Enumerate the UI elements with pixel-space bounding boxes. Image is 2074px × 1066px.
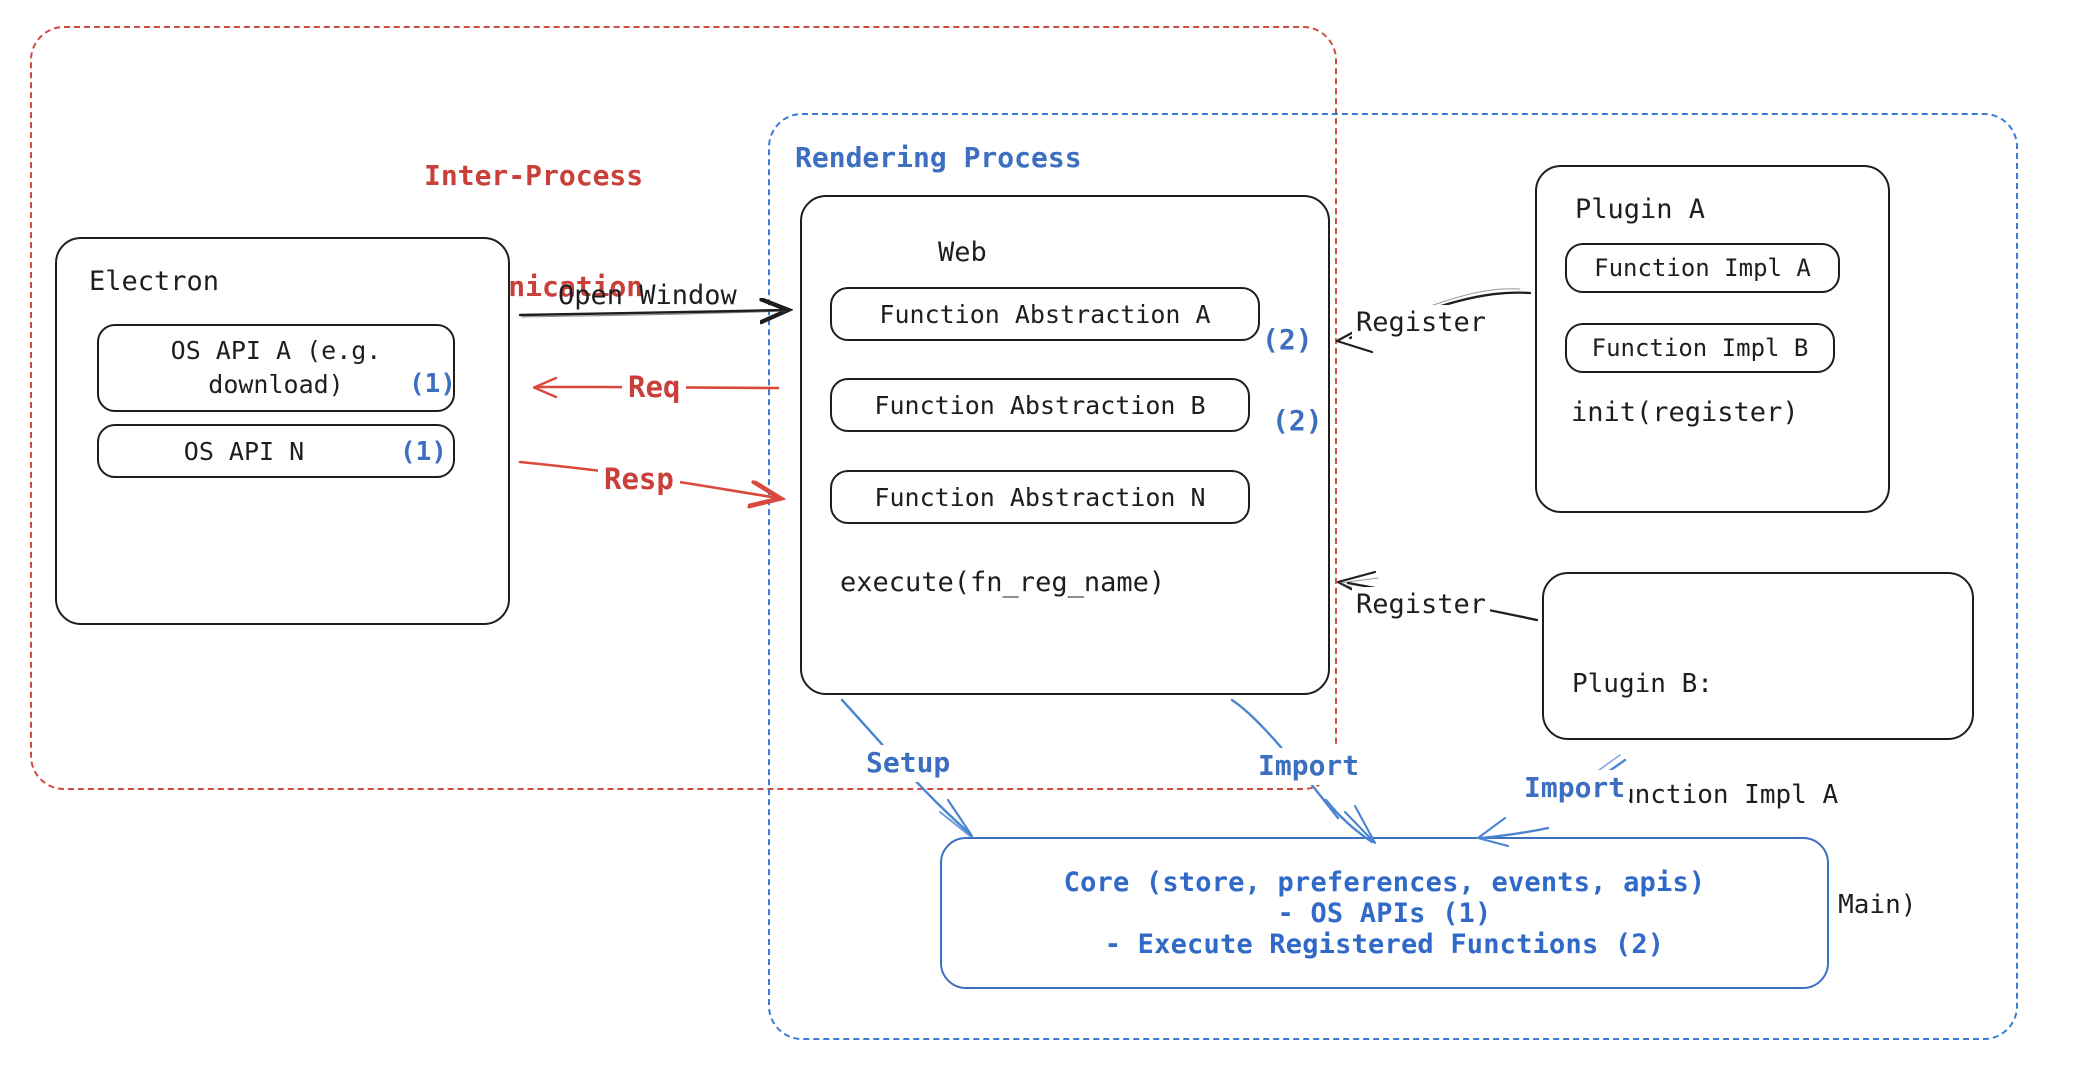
group-inter-process-communication (30, 26, 1337, 790)
os-api-a-label: OS API A (e.g. download) (171, 334, 382, 402)
os-api-a-line2: download) (208, 370, 344, 399)
plugin-b-line1: Plugin B: (1572, 668, 1713, 699)
function-impl-b-label: Function Impl B (1591, 334, 1809, 362)
plugin-a-title: Plugin A (1575, 194, 1706, 225)
edge-label-req: Req (622, 368, 687, 407)
edge-label-open-window: Open Window (558, 280, 737, 311)
function-abstraction-b-label: Function Abstraction B (874, 390, 1206, 420)
core-line3: - Execute Registered Functions (2) (1104, 928, 1665, 960)
function-abstraction-a-badge: (2) (1262, 323, 1313, 356)
function-impl-b-box[interactable]: Function Impl B (1565, 323, 1835, 373)
group-label-rendering-process: Rendering Process (795, 141, 1082, 174)
electron-title: Electron (89, 266, 220, 297)
electron-box: Electron OS API A (e.g. download) (1) OS… (55, 237, 510, 625)
function-abstraction-n-box[interactable]: Function Abstraction N (830, 470, 1250, 524)
edge-label-setup: Setup (862, 745, 955, 782)
core-line1: Core (store, preferences, events, apis) (1063, 866, 1706, 898)
core-line2: - OS APIs (1) (1277, 897, 1492, 929)
function-abstraction-b-badge: (2) (1272, 404, 1323, 437)
os-api-a-line1: OS API A (e.g. (170, 336, 382, 366)
function-impl-a-label: Function Impl A (1594, 254, 1811, 282)
function-abstraction-a-box[interactable]: Function Abstraction A (830, 287, 1260, 341)
edge-label-register-plugin-b: Register (1352, 587, 1491, 623)
edge-label-import-web: Import (1254, 748, 1364, 785)
os-api-n-box[interactable]: OS API N (97, 424, 455, 478)
os-api-a-box[interactable]: OS API A (e.g. download) (97, 324, 455, 412)
function-abstraction-b-box[interactable]: Function Abstraction B (830, 378, 1250, 432)
group-label-ipc-line1: Inter-Process (424, 158, 644, 192)
web-box: Web Function Abstraction A Function Abst… (800, 195, 1330, 695)
web-footer-execute: execute(fn_reg_name) (840, 567, 1166, 598)
function-impl-a-box[interactable]: Function Impl A (1565, 243, 1840, 293)
web-title: Web (938, 237, 987, 268)
edge-label-register-plugin-a: Register (1352, 305, 1491, 341)
function-abstraction-n-label: Function Abstraction N (874, 482, 1206, 512)
edge-label-import-plugin-b: Import (1520, 770, 1630, 807)
core-box: Core (store, preferences, events, apis) … (940, 837, 1829, 989)
edge-label-resp: Resp (598, 460, 680, 499)
plugin-b-box: Plugin B: - Function Impl A - Module (ru… (1542, 572, 1974, 920)
function-abstraction-a-label: Function Abstraction A (879, 299, 1211, 329)
os-api-n-badge: (1) (400, 437, 447, 467)
group-rendering-process (768, 113, 2018, 1040)
plugin-a-footer-init: init(register) (1571, 397, 1799, 428)
os-api-a-badge: (1) (409, 369, 456, 399)
os-api-n-label: OS API N (183, 436, 305, 466)
plugin-a-box: Plugin A Function Impl A Function Impl B… (1535, 165, 1890, 513)
